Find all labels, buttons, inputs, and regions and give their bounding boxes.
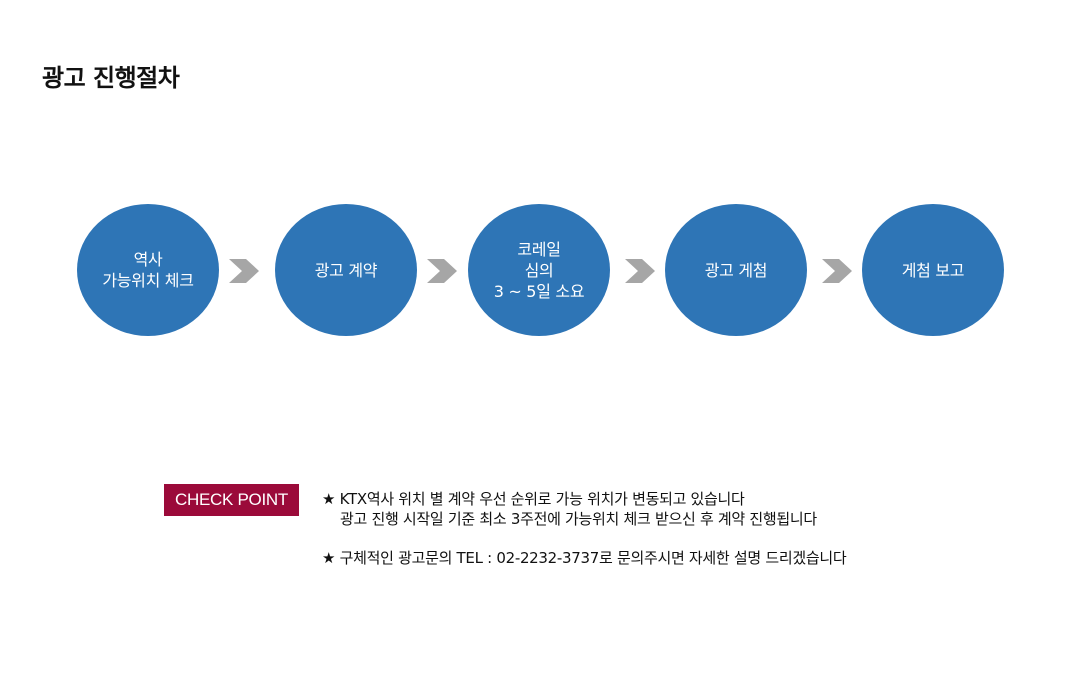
check-point-badge: CHECK POINT: [164, 484, 299, 516]
step-5-line-1: 게첨 보고: [901, 260, 965, 280]
chevron-right-icon: [229, 259, 259, 283]
step-ad-contract: 광고 계약: [275, 204, 417, 336]
step-3-line-3: 3 ~ 5일 소요: [493, 281, 585, 301]
note-line-3: ★ 구체적인 광고문의 TEL : 02-2232-3737로 문의주시면 자세…: [322, 549, 847, 567]
check-point-notes: ★ KTX역사 위치 별 계약 우선 순위로 가능 위치가 변동되고 있습니다 …: [322, 489, 847, 568]
page-title: 광고 진행절차: [42, 64, 180, 92]
chevron-right-icon: [625, 259, 655, 283]
step-2-line-1: 광고 계약: [314, 260, 378, 280]
chevron-right-icon: [427, 259, 457, 283]
step-1-line-2: 가능위치 체크: [102, 271, 194, 290]
step-1-line-1: 역사: [133, 250, 163, 269]
note-line-2: 광고 진행 시작일 기준 최소 3주전에 가능위치 체크 받으신 후 계약 진행…: [340, 510, 817, 528]
step-korail-review: 코레일 심의 3 ~ 5일 소요: [468, 204, 610, 336]
note-line-1: ★ KTX역사 위치 별 계약 우선 순위로 가능 위치가 변동되고 있습니다: [322, 490, 745, 508]
step-3-line-1: 코레일: [517, 239, 561, 259]
step-ad-posting: 광고 게첨: [665, 204, 807, 336]
chevron-right-icon: [822, 259, 852, 283]
step-posting-report: 게첨 보고: [862, 204, 1004, 336]
step-station-location-check: 역사 가능위치 체크: [77, 204, 219, 336]
step-3-line-2: 심의: [524, 260, 554, 280]
step-4-line-1: 광고 게첨: [704, 260, 768, 280]
